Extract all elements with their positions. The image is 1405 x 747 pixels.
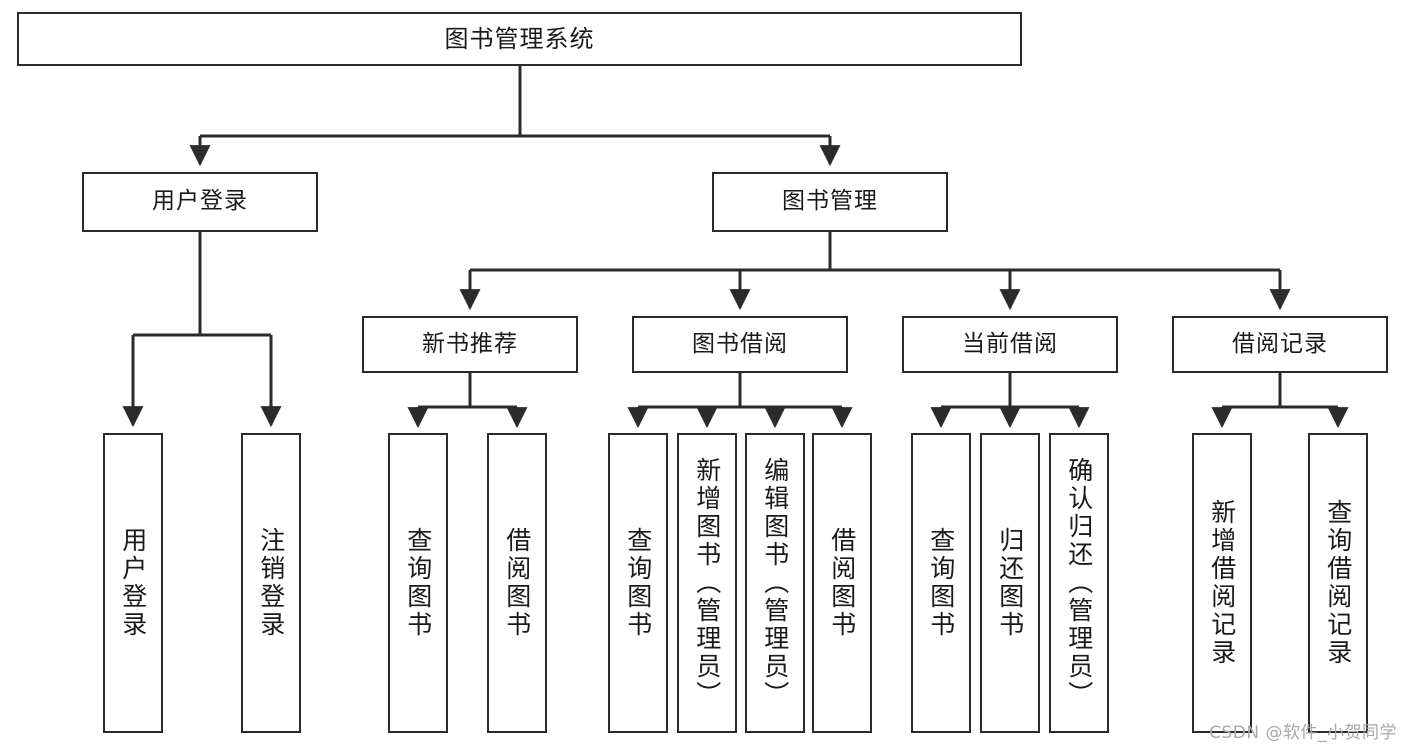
leaf-user-login-login[interactable]: 用户登录 — [103, 433, 163, 733]
leaf-new-book-query-book[interactable]: 查询图书 — [388, 433, 448, 733]
node-user-login[interactable]: 用户登录 — [82, 172, 318, 232]
node-book-borrow[interactable]: 图书借阅 — [632, 316, 848, 373]
leaf-book-borrow-borrow-book[interactable]: 借阅图书 — [812, 433, 872, 733]
node-book-manage[interactable]: 图书管理 — [712, 172, 948, 232]
leaf-book-borrow-add-book-admin[interactable]: 新增图书（管理员） — [677, 433, 737, 733]
leaf-current-borrow-confirm-return-admin[interactable]: 确认归还（管理员） — [1049, 433, 1109, 733]
leaf-current-borrow-return-book[interactable]: 归还图书 — [980, 433, 1040, 733]
node-current-borrow[interactable]: 当前借阅 — [902, 316, 1118, 373]
leaf-user-login-logout[interactable]: 注销登录 — [241, 433, 301, 733]
leaf-current-borrow-query-book[interactable]: 查询图书 — [911, 433, 971, 733]
node-new-book-recommend[interactable]: 新书推荐 — [362, 316, 578, 373]
leaf-book-borrow-query-book[interactable]: 查询图书 — [608, 433, 668, 733]
leaf-borrow-record-query-record[interactable]: 查询借阅记录 — [1308, 433, 1368, 733]
leaf-borrow-record-add-record[interactable]: 新增借阅记录 — [1192, 433, 1252, 733]
node-root-system[interactable]: 图书管理系统 — [17, 12, 1022, 66]
leaf-new-book-borrow-book[interactable]: 借阅图书 — [487, 433, 547, 733]
node-borrow-record[interactable]: 借阅记录 — [1172, 316, 1388, 373]
leaf-book-borrow-edit-book-admin[interactable]: 编辑图书（管理员） — [745, 433, 805, 733]
